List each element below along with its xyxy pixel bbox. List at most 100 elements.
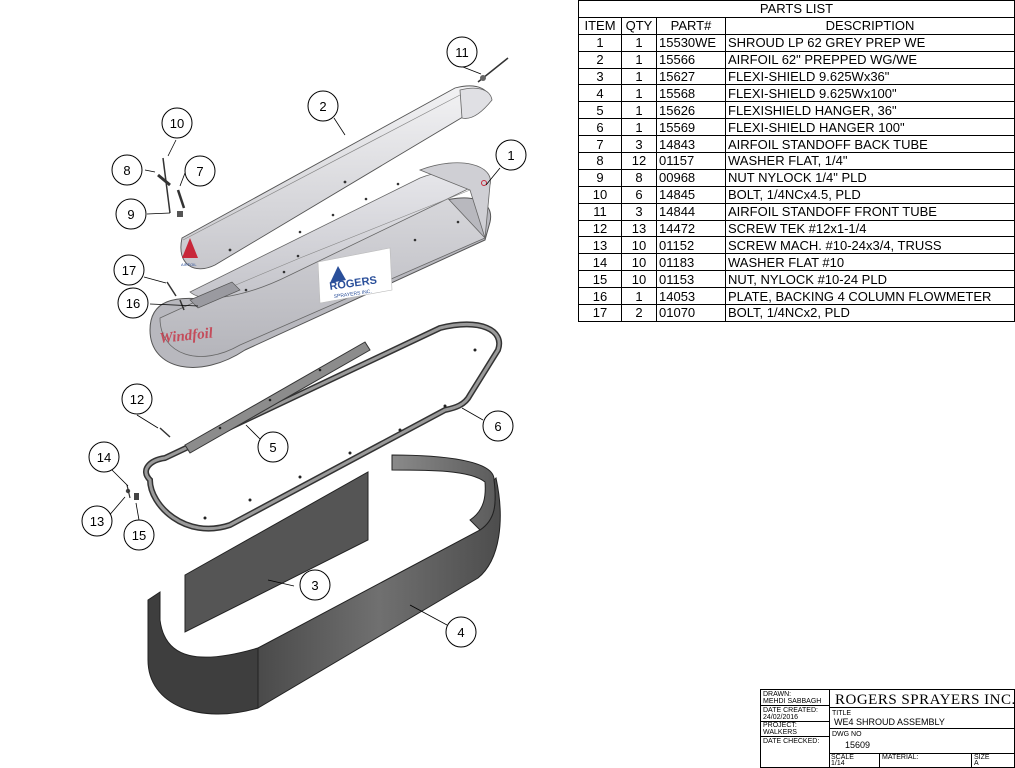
qty-cell: 13 xyxy=(621,219,657,238)
qty-cell: 10 xyxy=(621,270,657,289)
qty-cell: 2 xyxy=(621,304,657,322)
part-number-cell: 01157 xyxy=(656,152,726,170)
col-header-description: DESCRIPTION xyxy=(725,16,1015,35)
balloon-11: 11 xyxy=(446,36,478,68)
svg-text:1: 1 xyxy=(507,148,514,163)
date-created-label: DATE CREATED: xyxy=(763,707,818,714)
item-cell: 17 xyxy=(578,304,622,322)
description-cell: BOLT, 1/4NCx2, PLD xyxy=(725,304,1015,322)
qty-cell: 1 xyxy=(621,50,657,69)
balloon-14: 14 xyxy=(88,441,120,473)
item-cell: 14 xyxy=(578,253,622,272)
svg-text:14: 14 xyxy=(97,450,111,465)
part-number-cell: 14053 xyxy=(656,287,726,306)
qty-cell: 1 xyxy=(621,118,657,137)
balloon-8: 8 xyxy=(111,154,143,186)
date-checked-label: DATE CHECKED: xyxy=(763,738,820,745)
part-number-cell: 00968 xyxy=(656,168,726,187)
flexi-shield-100-part xyxy=(147,454,501,715)
description-cell: PLATE, BACKING 4 COLUMN FLOWMETER xyxy=(725,287,1015,306)
item-cell: 8 xyxy=(578,152,622,170)
description-cell: AIRFOIL STANDOFF FRONT TUBE xyxy=(725,202,1015,221)
item-cell: 7 xyxy=(578,135,622,154)
balloon-15: 15 xyxy=(123,519,155,551)
balloon-7: 7 xyxy=(184,155,216,187)
part-number-cell: 15530WE xyxy=(656,33,726,52)
item-cell: 12 xyxy=(578,219,622,238)
airfoil-badge-decal: AIRFOIL xyxy=(181,238,198,267)
drawn-value: MEHDI SABBAGH xyxy=(763,698,822,705)
part-number-cell: 01070 xyxy=(656,304,726,322)
description-cell: FLEXI-SHIELD 9.625Wx100" xyxy=(725,84,1015,103)
description-cell: FLEXI-SHIELD 9.625Wx36" xyxy=(725,67,1015,86)
part-number-cell: 14845 xyxy=(656,185,726,204)
balloon-3: 3 xyxy=(299,569,331,601)
qty-cell: 12 xyxy=(621,152,657,170)
project-label: PROJECT: xyxy=(763,722,797,729)
col-header-item: ITEM xyxy=(578,16,622,35)
airfoil-badge-text: AIRFOIL xyxy=(181,262,197,267)
description-cell: AIRFOIL STANDOFF BACK TUBE xyxy=(725,135,1015,154)
part-number-cell: 15569 xyxy=(656,118,726,137)
item-cell: 1 xyxy=(578,33,622,52)
item-cell: 15 xyxy=(578,270,622,289)
svg-text:10: 10 xyxy=(170,116,184,131)
svg-text:17: 17 xyxy=(122,263,136,278)
part-number-cell: 01183 xyxy=(656,253,726,272)
company-name: ROGERS SPRAYERS INC. xyxy=(835,692,1015,708)
size-value: A xyxy=(974,760,979,767)
qty-cell: 1 xyxy=(621,101,657,120)
flexi-shield-36-part xyxy=(184,471,369,633)
part-number-cell: 14843 xyxy=(656,135,726,154)
col-header-part: PART# xyxy=(656,16,726,35)
qty-cell: 3 xyxy=(621,135,657,154)
date-created-value: 24/02/2016 xyxy=(763,714,799,721)
balloon-4: 4 xyxy=(445,616,477,648)
leader-lines xyxy=(106,66,501,626)
balloon-17: 17 xyxy=(113,254,145,286)
svg-text:6: 6 xyxy=(494,419,501,434)
description-cell: WASHER FLAT, 1/4" xyxy=(725,152,1015,170)
item-cell: 11 xyxy=(578,202,622,221)
svg-text:11: 11 xyxy=(455,45,469,60)
airfoil-part: AIRFOIL xyxy=(180,85,493,270)
balloon-10: 10 xyxy=(161,107,193,139)
balloon-2: 2 xyxy=(307,90,339,122)
part-number-cell: 14844 xyxy=(656,202,726,221)
item-cell: 10 xyxy=(578,185,622,204)
svg-text:7: 7 xyxy=(196,164,203,179)
svg-text:2: 2 xyxy=(319,99,326,114)
part-number-cell: 15627 xyxy=(656,67,726,86)
qty-cell: 1 xyxy=(621,287,657,306)
svg-text:13: 13 xyxy=(90,514,104,529)
svg-text:9: 9 xyxy=(127,207,134,222)
title-value: WE4 SHROUD ASSEMBLY xyxy=(834,717,945,727)
description-cell: FLEXISHIELD HANGER, 36" xyxy=(725,101,1015,120)
svg-text:4: 4 xyxy=(457,625,464,640)
part-number-cell: 15566 xyxy=(656,50,726,69)
qty-cell: 1 xyxy=(621,84,657,103)
description-cell: FLEXI-SHIELD HANGER 100" xyxy=(725,118,1015,137)
description-cell: SCREW MACH. #10-24x3/4, TRUSS xyxy=(725,236,1015,255)
windfoil-decal: Windfoil xyxy=(159,325,215,347)
drawn-label: DRAWN: xyxy=(763,691,792,698)
svg-text:8: 8 xyxy=(123,163,130,178)
part-number-cell: 01152 xyxy=(656,236,726,255)
dwg-no-label: DWG NO xyxy=(832,731,862,738)
qty-cell: 3 xyxy=(621,202,657,221)
description-cell: BOLT, 1/4NCx4.5, PLD xyxy=(725,185,1015,204)
